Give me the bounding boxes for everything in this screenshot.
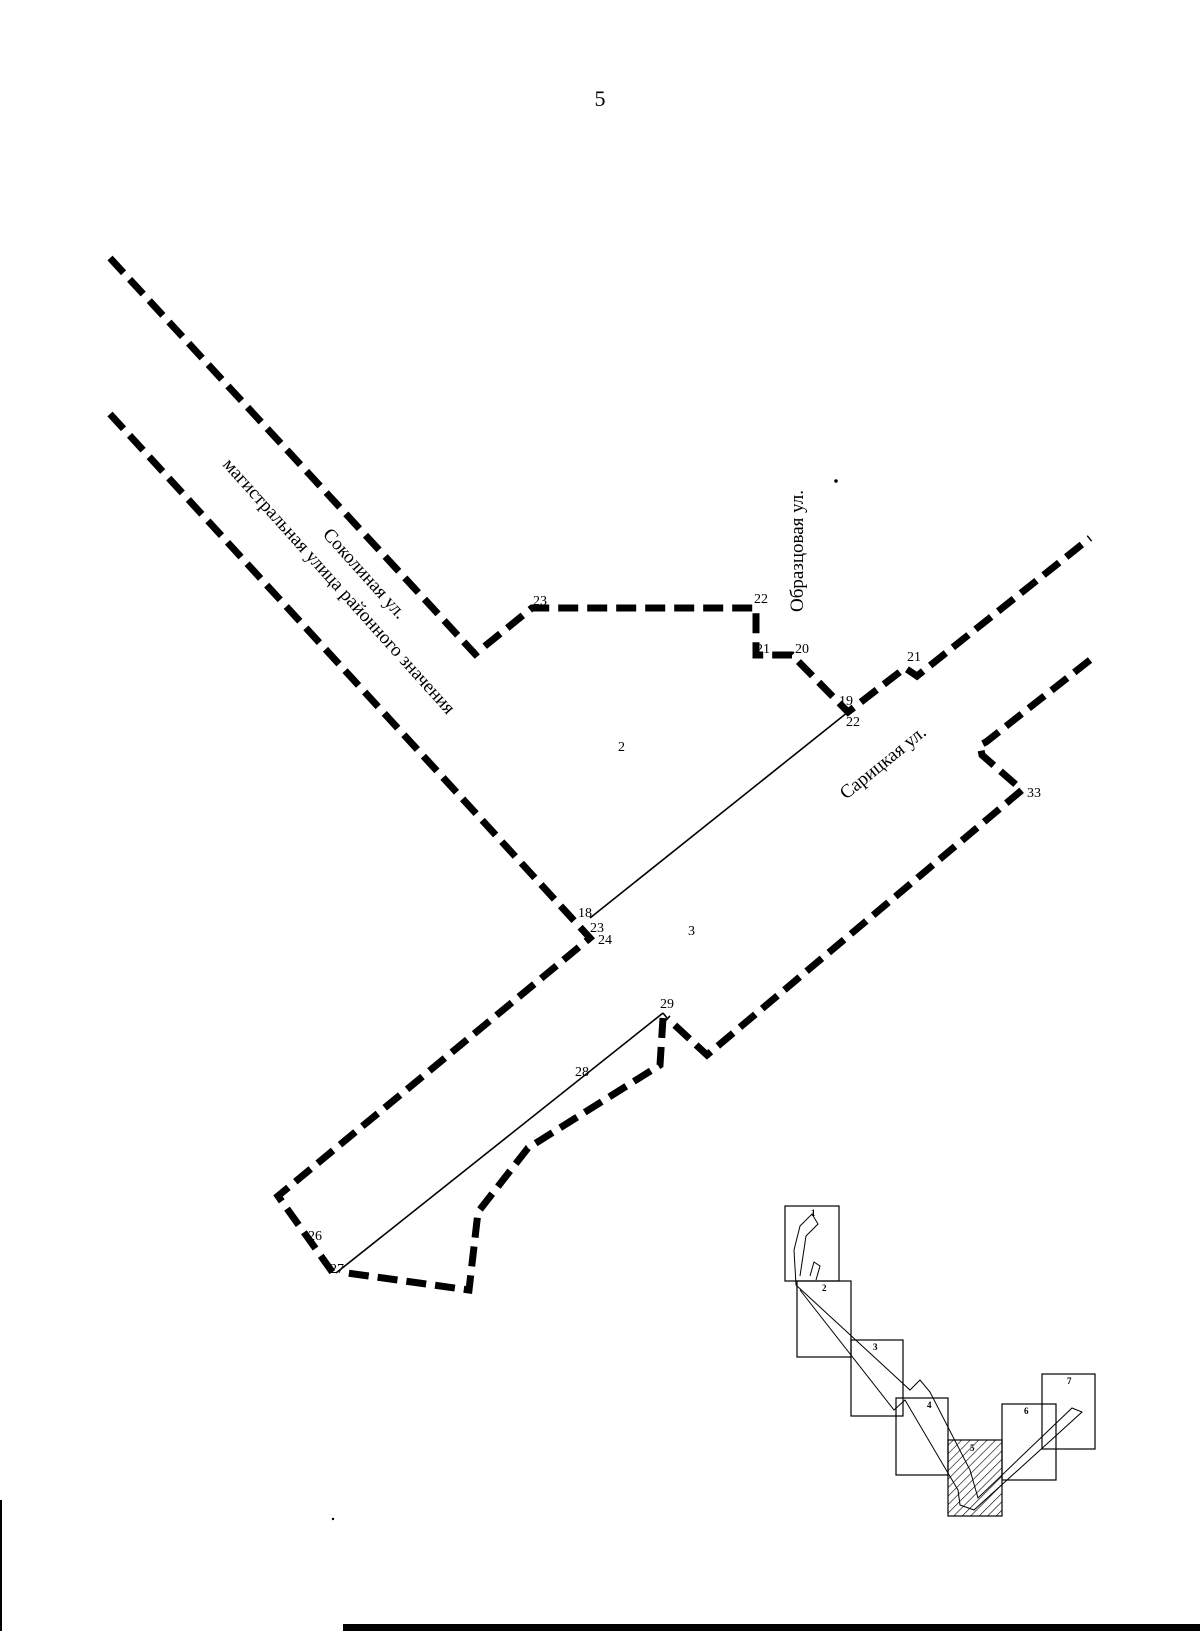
key-sheet-label: 3 [873,1342,878,1352]
key-sheet-frame [1001,1403,1057,1481]
point-label: 27 [330,1262,344,1277]
key-sheet-label: 4 [927,1400,932,1410]
point-label: 22 [846,715,860,730]
magistral-red-line [107,411,596,1276]
point-label: 23 [533,594,547,609]
point-label: 23 [590,921,604,936]
page-number: 5 [595,86,606,111]
key-route-outline [793,1213,1083,1511]
point-label: 21 [907,650,921,665]
zone-label: 3 [688,924,695,939]
point-label: 29 [660,997,674,1012]
scan-dot [834,479,838,483]
point-label: 28 [575,1065,589,1080]
key-sheet-label: 7 [1067,1376,1072,1386]
key-sheet-frame [1041,1373,1096,1450]
scan-bottom-bar [343,1624,1200,1631]
sokolinaya-red-line [107,255,1093,717]
key-sheet-label: 6 [1024,1406,1029,1416]
key-sheet-frame [895,1397,949,1476]
scan-dot [331,1517,335,1521]
key-sheet-current [947,1439,1003,1517]
zone-label: 2 [618,740,625,755]
zone-boundary-18-19 [589,711,849,919]
key-sheet-label: 1 [811,1208,816,1218]
key-sheet-label: 2 [822,1283,827,1293]
key-sheet-frame [796,1280,852,1358]
key-sheet-frame [850,1339,904,1417]
zone-boundary-29-corner [662,1012,668,1019]
point-label: 24 [598,933,612,948]
point-label: 21 [756,642,770,657]
point-label: 19 [839,694,853,709]
key-map: 1 2 3 4 5 6 7 [784,1205,1096,1517]
point-label: 20 [795,642,809,657]
street-label-magistral: магистральная улица районного значения [218,454,459,718]
zone-boundary-27-29 [335,1012,664,1274]
saritskaya-red-line [664,657,1093,1060]
point-label: 33 [1027,786,1041,801]
street-label-saritskaya: Сарицкая ул. [836,722,931,804]
inner-red-line-28 [339,1017,667,1294]
point-label: 22 [754,592,768,607]
street-label-obraztsovaya: Образцовая ул. [787,490,808,612]
point-label: 26 [308,1229,322,1244]
key-route-outline [809,1261,821,1281]
key-sheet-label: 5 [970,1443,975,1453]
point-label: 18 [578,906,592,921]
